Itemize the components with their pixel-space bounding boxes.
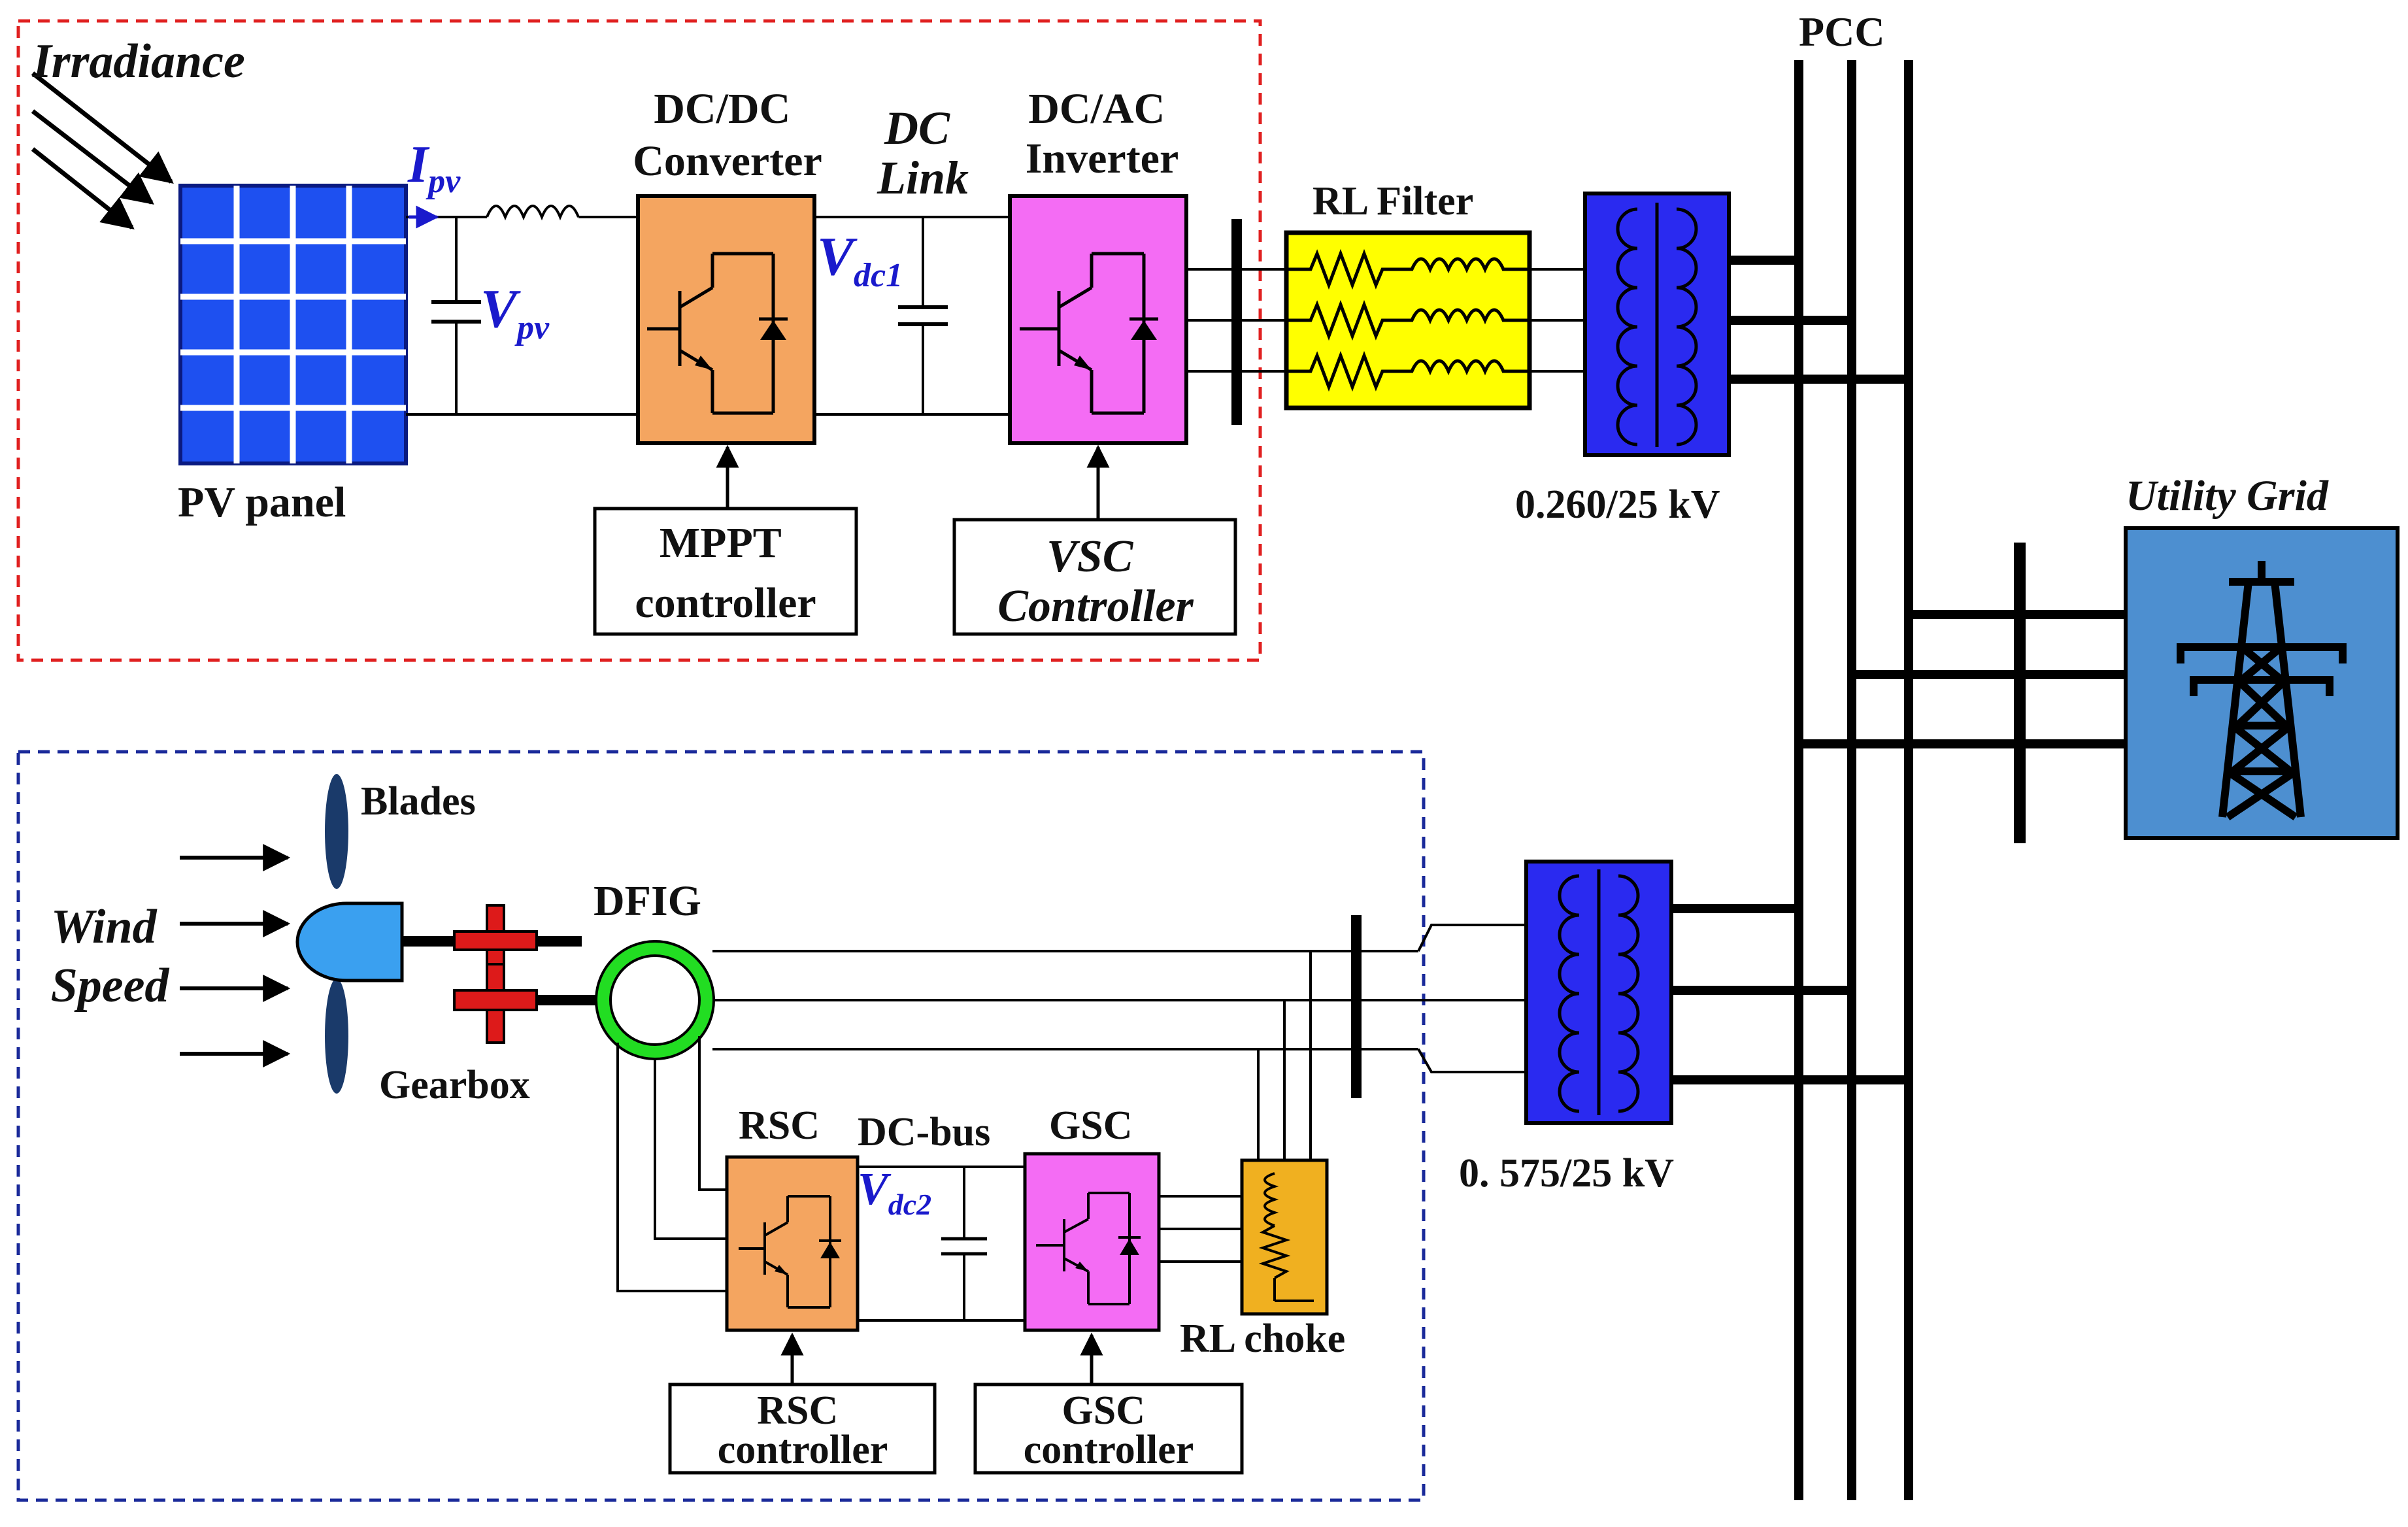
dc-link-wiring <box>814 216 1010 416</box>
dc-bus-wiring <box>858 1166 1025 1322</box>
rsc-title: RSC <box>739 1103 820 1148</box>
wind-subsystem-frame <box>16 750 1426 1502</box>
mppt-controller-box <box>593 507 858 636</box>
pv-transformer-rating: 0.260/25 kV <box>1515 482 1720 527</box>
dcac-inverter-block <box>1008 194 1188 445</box>
rsc-controller-box <box>668 1383 937 1475</box>
blades-label: Blades <box>361 779 476 824</box>
dfig-label: DFIG <box>594 877 701 925</box>
pv-transformer-icon <box>1583 192 1731 457</box>
wind-transformer-icon <box>1524 860 1673 1125</box>
dcac-inverter-title: DC/AC Inverter <box>1026 85 1179 182</box>
rl-filter-block <box>1284 230 1532 411</box>
rl-choke-label: RL choke <box>1180 1317 1345 1361</box>
rl-filter-title: RL Filter <box>1313 179 1473 224</box>
vsc-controller-label: VSC Controller <box>997 531 1194 631</box>
wind-arrows <box>180 844 291 1067</box>
irradiance-arrows <box>31 71 174 230</box>
dcdc-converter-block <box>636 194 816 445</box>
wind-transformer-rating: 0. 575/25 kV <box>1459 1151 1674 1196</box>
dfig-stator-wiring <box>712 924 1526 1073</box>
vdc2-label: Vdc2 <box>858 1164 931 1221</box>
utility-grid-label: Utility Grid <box>2126 472 2329 520</box>
dcdc-converter-title: DC/DC Converter <box>633 85 822 185</box>
ipv-label: Ipv <box>407 136 461 200</box>
gsc-controller-box <box>973 1383 1244 1475</box>
rl-choke-block <box>1240 1158 1329 1316</box>
vdc1-label: Vdc1 <box>817 226 903 294</box>
dc-bus-capacitor-icon <box>941 1237 987 1256</box>
dfig-generator-icon <box>595 940 715 1060</box>
mppt-controller-label: MPPT controller <box>635 519 816 627</box>
gsc-controller-label: GSC controller <box>1024 1388 1194 1472</box>
pcc-label: PCC <box>1799 8 1885 55</box>
rsc-controller-label: RSC controller <box>718 1388 888 1472</box>
pv-panel-icon <box>178 184 408 465</box>
wind-speed-label: Wind Speed <box>51 900 170 1013</box>
gsc-to-choke-wiring <box>1159 951 1312 1263</box>
pcc-bus-bars <box>1794 60 1913 1500</box>
turbine-blades-icon <box>295 774 404 1094</box>
pv-panel-label: PV panel <box>178 478 346 526</box>
vpv-capacitor-icon <box>431 300 481 324</box>
pv-transformer-to-pcc-wiring <box>1729 256 1909 384</box>
dc-bus-label: DC-bus <box>858 1110 990 1154</box>
gsc-converter-block <box>1023 1152 1161 1332</box>
inverter-ac-wiring <box>1186 268 1286 373</box>
gearbox-label: Gearbox <box>379 1063 530 1107</box>
pv-subsystem-frame <box>16 19 1262 662</box>
transmission-tower-icon <box>2177 561 2347 820</box>
wind-transformer-to-pcc-wiring <box>1671 904 1909 1084</box>
dc-link-capacitor-icon <box>898 305 948 326</box>
vpv-label: Vpv <box>480 278 550 346</box>
gearbox-icon <box>453 904 538 1044</box>
irradiance-label: Irradiance <box>32 35 245 88</box>
rsc-converter-block <box>725 1155 860 1332</box>
dc-link-label: DC Link <box>877 102 969 204</box>
dfig-rotor-wiring <box>616 1036 727 1292</box>
gsc-title: GSC <box>1049 1103 1132 1148</box>
rl-filter-to-transformer-wiring <box>1530 268 1585 373</box>
vsc-controller-box <box>952 518 1237 636</box>
